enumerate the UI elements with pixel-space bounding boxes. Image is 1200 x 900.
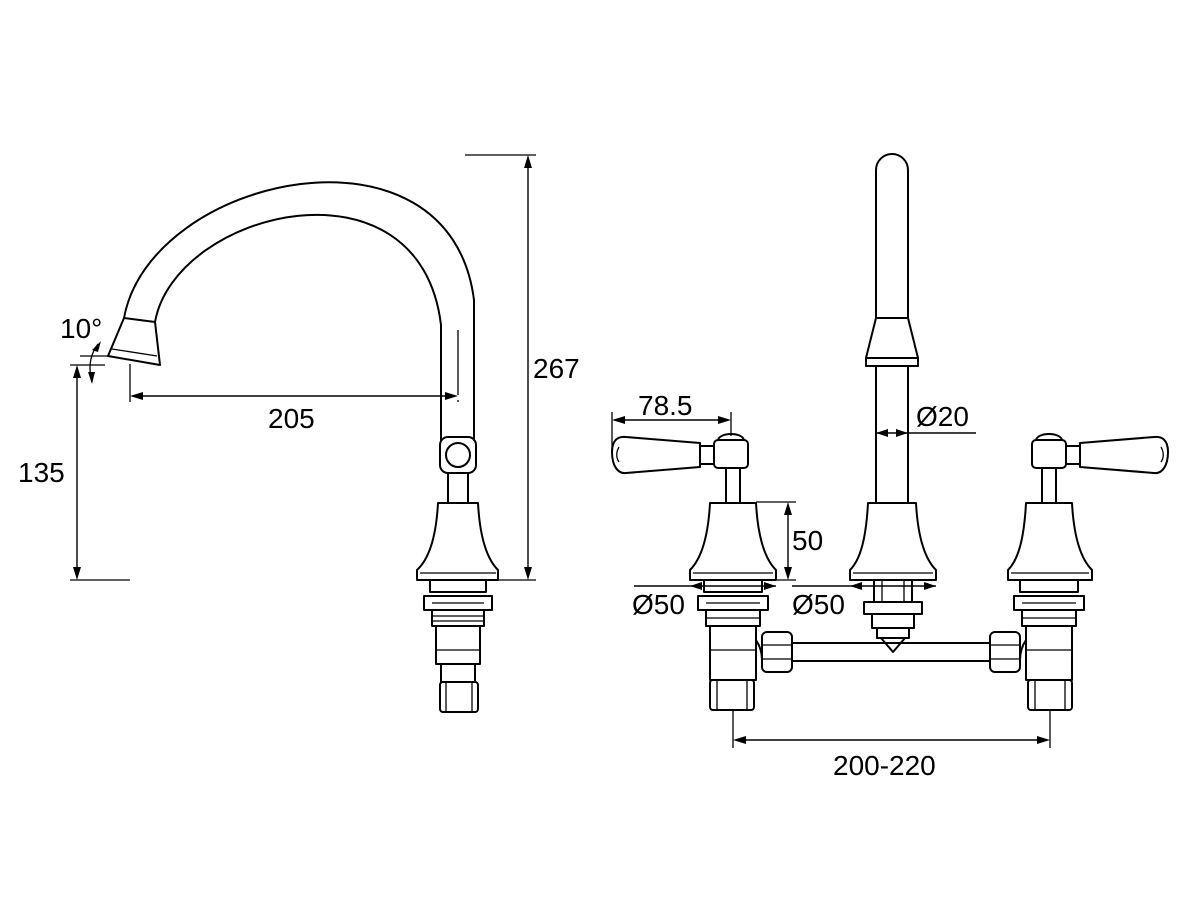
left-body [709, 625, 757, 681]
spout-tail [876, 627, 910, 639]
label-overall-height: 267 [533, 353, 580, 384]
shank-neck [440, 663, 476, 683]
right-lever-collar [1065, 445, 1081, 465]
label-spout-angle: 10° [60, 313, 102, 344]
spout-base-bell [849, 502, 937, 581]
dim-valve-centres [732, 710, 1051, 748]
dim-spout-base-diameter [792, 582, 936, 590]
spout-aerator [865, 357, 919, 367]
dim-base-height [756, 501, 796, 581]
label-base-height: 50 [792, 525, 823, 556]
right-lever-handle [1079, 435, 1169, 475]
spout-shank [873, 579, 913, 603]
left-inlet-nut [709, 679, 755, 711]
spout-tip [107, 317, 161, 366]
right-base-bell [1007, 502, 1093, 581]
left-lever-handle [611, 435, 701, 475]
spout-tail-tip [880, 637, 906, 653]
label-handle-base-diameter: Ø50 [632, 589, 685, 620]
left-lever-cap [616, 446, 620, 463]
dim-handle-reach [611, 412, 732, 452]
dim-handle-base-diameter [634, 582, 776, 590]
base-bell [416, 502, 499, 581]
left-lever-collar [699, 445, 715, 465]
spout-outlet [865, 317, 919, 359]
spout-knob-body [439, 436, 477, 474]
dim-spout-reach [129, 364, 459, 402]
label-valve-centres: 200-220 [833, 750, 936, 781]
spout-riser [875, 153, 909, 319]
spout-outer-curve [123, 181, 475, 441]
front-spout [849, 153, 937, 653]
dim-overall-height [465, 154, 536, 581]
shank [435, 625, 481, 665]
label-spout-diameter: Ø20 [916, 401, 969, 432]
label-outlet-height: 135 [18, 457, 65, 488]
label-handle-reach: 78.5 [638, 390, 693, 421]
right-lever-cap [1160, 446, 1164, 463]
left-headwork [713, 439, 749, 469]
washer [431, 609, 485, 627]
crossover-pipe [755, 631, 1027, 673]
inlet-nut [439, 681, 479, 713]
right-valve [1007, 433, 1169, 711]
label-spout-base-diameter: Ø50 [792, 589, 845, 620]
right-flange [1019, 579, 1079, 593]
spout-washer [871, 613, 915, 629]
side-view: 267 205 135 10° [18, 154, 580, 713]
label-spout-reach: 205 [268, 403, 315, 434]
dim-spout-diameter [876, 429, 976, 437]
dim-outlet-height [70, 364, 130, 581]
spout-backnut [863, 601, 923, 615]
left-valve [611, 433, 777, 711]
dim-spout-angle [80, 341, 110, 384]
left-coupling-nut [761, 631, 793, 673]
thread-lines [432, 602, 484, 622]
shank-flange [429, 579, 487, 593]
right-headwork [1031, 439, 1067, 469]
right-headwork-top [1035, 433, 1063, 441]
right-body [1025, 625, 1073, 681]
left-base-bell [689, 502, 777, 581]
spout-knob [445, 442, 471, 468]
spout-tip-ring [111, 348, 158, 357]
spout-inner-curve [154, 213, 442, 441]
right-coupling-nut [989, 631, 1021, 673]
front-view: 78.5 Ø20 50 Ø50 Ø50 [611, 153, 1169, 781]
